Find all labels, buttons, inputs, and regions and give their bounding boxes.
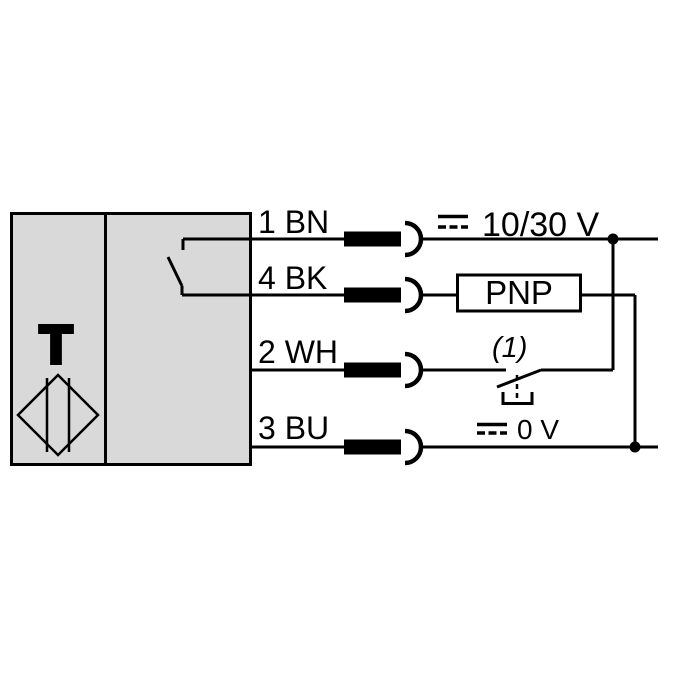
cable-sleeve (344, 231, 401, 247)
wire-label-2-wh: 2 WH (258, 334, 338, 370)
load-switch-icon (496, 239, 615, 405)
dc-voltage-icon (438, 214, 468, 229)
pnp-box (456, 273, 582, 313)
wire-label-4-bk: 4 BK (258, 260, 328, 296)
connector-icon (404, 220, 424, 258)
wire-3-bu (252, 428, 658, 466)
actuator-icon (501, 392, 534, 405)
wire-1-bn (183, 220, 658, 258)
wire-4-bk (182, 276, 456, 314)
supply-voltage-label: 10/30 V (482, 206, 600, 244)
connector-icon (404, 351, 424, 389)
footnote-marker: (1) (492, 332, 528, 364)
connector-icon (404, 428, 424, 466)
cable-sleeve (344, 362, 401, 378)
pnp-label: PNP (485, 274, 553, 311)
wire-label-3-bu: 3 BU (258, 410, 330, 446)
telemecanique-diamond-icon (16, 373, 100, 457)
dc-voltage-icon (477, 422, 507, 435)
sensor-body (10, 212, 252, 466)
zero-volt-label: 0 V (517, 414, 560, 445)
cable-sleeve (344, 439, 401, 455)
sensor-logo-letter: T (38, 315, 75, 375)
connector-icon (404, 276, 424, 314)
wire-2-wh (252, 351, 506, 389)
junction-dot (629, 441, 641, 453)
cable-sleeve (344, 287, 401, 303)
wire-label-1-bn: 1 BN (258, 204, 330, 240)
